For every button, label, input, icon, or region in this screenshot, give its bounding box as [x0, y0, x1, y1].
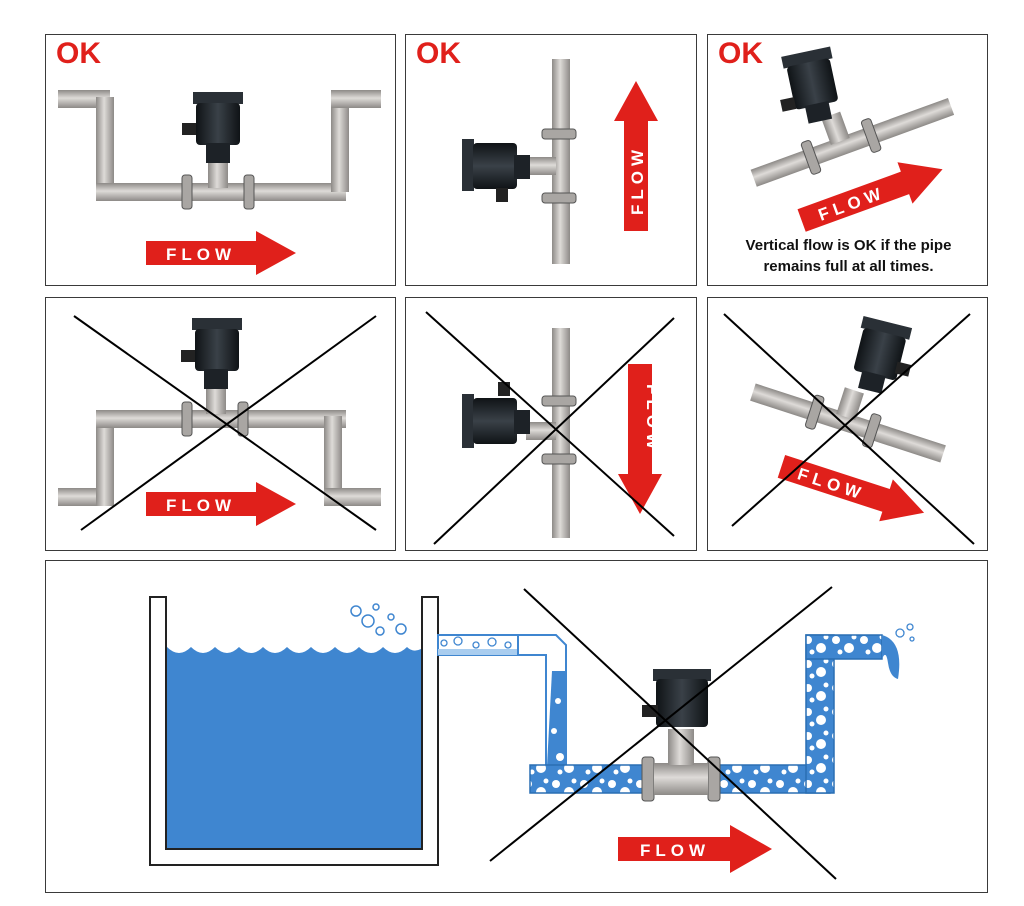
- flow-arrow: FLOW: [614, 81, 658, 231]
- ok-label: OK: [56, 37, 101, 70]
- note-line-1: Vertical flow is OK if the pipe: [745, 237, 952, 254]
- pipe-assembly: [750, 383, 946, 463]
- water-tank: [149, 596, 439, 866]
- flow-meter: [181, 318, 242, 389]
- panel-ok-horizontal-u: OK FLOW: [45, 34, 396, 286]
- cross-mark: [489, 586, 837, 880]
- flow-arrow: FLOW: [146, 231, 296, 275]
- panel-not-ok-inverted-u: FLOW: [45, 297, 396, 551]
- flow-meter: [780, 46, 838, 124]
- svg-text:FLOW: FLOW: [166, 245, 236, 264]
- flow-meter: [854, 316, 913, 394]
- flow-meter: [182, 92, 243, 163]
- cross-mark: [73, 315, 377, 531]
- svg-text:FLOW: FLOW: [816, 183, 888, 225]
- flow-meter: [462, 382, 530, 448]
- flow-arrow: FLOW: [146, 482, 296, 526]
- flow-meter-diagram: FLOW: [58, 315, 381, 531]
- svg-text:FLOW: FLOW: [628, 145, 647, 215]
- panel-not-ok-vertical-down: FLOW: [405, 297, 697, 551]
- pipe-assembly: [750, 97, 955, 187]
- flow-meter-diagram: FLOW: [723, 313, 975, 545]
- flow-meter-diagram: FLOW: [425, 311, 675, 545]
- flow-meter-diagram: FLOW: [750, 46, 955, 232]
- flow-meter-diagram: FLOW: [462, 59, 658, 264]
- panel-not-ok-tank-partially-filled: FLOW: [45, 560, 988, 893]
- panel-ok-inclined-up: OK FLOW Vertical flow is OK if the pipe …: [707, 34, 988, 286]
- outlet-pipe: [437, 623, 915, 802]
- pipe-assembly: [58, 386, 381, 506]
- svg-text:FLOW: FLOW: [640, 841, 710, 860]
- ok-label: OK: [718, 37, 763, 70]
- svg-text:FLOW: FLOW: [643, 384, 662, 454]
- svg-text:FLOW: FLOW: [166, 496, 236, 515]
- cross-mark: [723, 313, 975, 545]
- pipe-assembly: [58, 90, 381, 210]
- pipe-assembly: [526, 59, 577, 264]
- flow-arrow: FLOW: [618, 364, 662, 514]
- cross-mark: [425, 311, 675, 545]
- flow-meter-diagram: FLOW: [58, 90, 381, 275]
- tank-pipe-diagram: FLOW: [149, 586, 915, 880]
- panel-not-ok-inclined-down: FLOW: [707, 297, 988, 551]
- vertical-flow-note: Vertical flow is OK if the pipe remains …: [708, 235, 989, 277]
- flow-meter: [642, 669, 711, 727]
- ok-label: OK: [416, 37, 461, 70]
- note-line-2: remains full at all times.: [763, 258, 934, 275]
- flow-arrow: FLOW: [618, 825, 772, 873]
- panel-ok-vertical-up: OK FLOW: [405, 34, 697, 286]
- flow-arrow: FLOW: [777, 454, 925, 522]
- flow-meter: [462, 139, 530, 202]
